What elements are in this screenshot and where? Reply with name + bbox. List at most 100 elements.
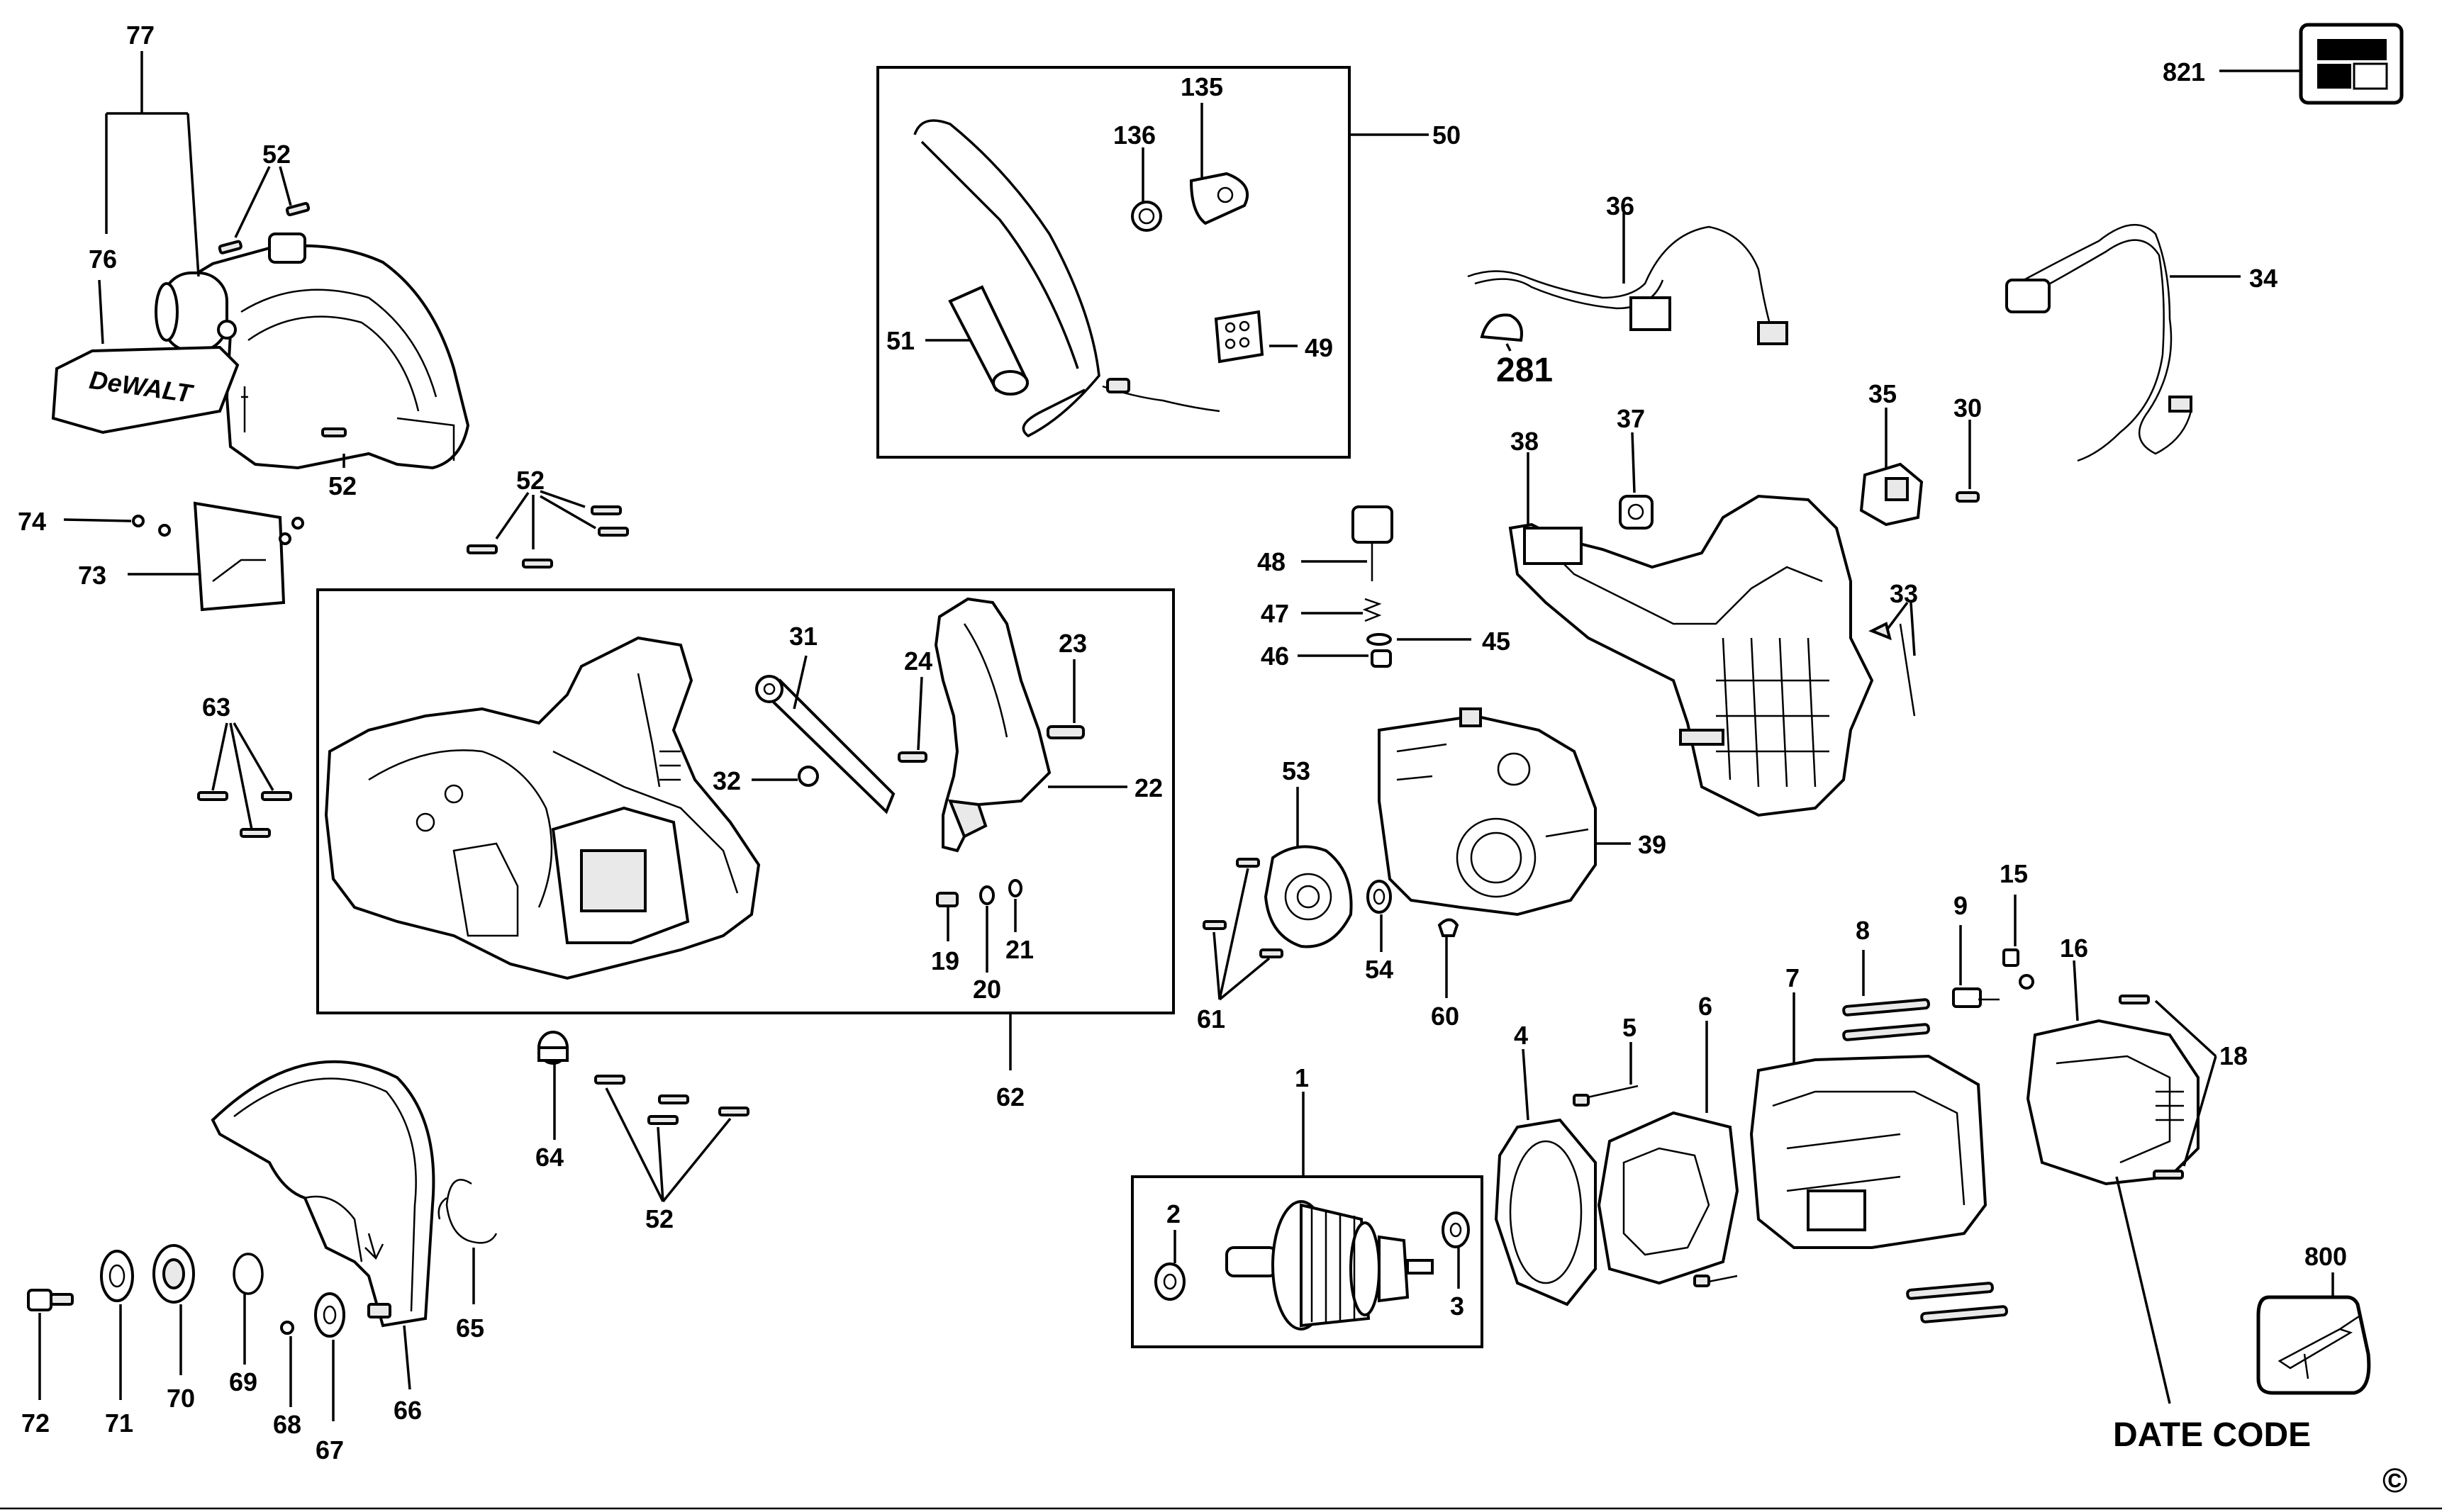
brush-9: [1952, 987, 2000, 1008]
washer-21: [1008, 879, 1022, 897]
label-69: 69: [229, 1367, 257, 1396]
screws-61: [1203, 858, 1283, 1001]
screws-18: [2119, 995, 2217, 1180]
label-19: 19: [931, 946, 959, 975]
handle-grip-51: [948, 285, 1029, 396]
pin-24: [898, 751, 927, 763]
label-5: 5: [1622, 1013, 1637, 1042]
label-3: 3: [1450, 1292, 1464, 1321]
clip-15: [2002, 948, 2034, 990]
washer-68: [280, 1321, 294, 1335]
label-72: 72: [21, 1409, 50, 1438]
label-37: 37: [1617, 404, 1645, 433]
bushing-64: [537, 1031, 569, 1065]
screw-19: [936, 892, 959, 907]
label-32: 32: [713, 766, 741, 795]
screw-30: [1956, 491, 1980, 503]
label-50: 50: [1432, 121, 1461, 150]
date-code-label: DATE CODE: [2113, 1416, 2311, 1454]
bearing-54: [1366, 880, 1392, 914]
label-800: 800: [2304, 1242, 2347, 1271]
label-821: 821: [2163, 57, 2205, 86]
main-housing-assembly: [324, 636, 761, 980]
label-1: 1: [1295, 1063, 1309, 1092]
link-arm-31: [755, 675, 896, 814]
label-48: 48: [1257, 547, 1286, 576]
bushing-67: [314, 1292, 345, 1338]
label-38: 38: [1510, 427, 1539, 456]
spring-47: [1362, 598, 1382, 622]
washer-20: [979, 885, 995, 905]
flange-71: [100, 1250, 134, 1302]
label-16: 16: [2060, 934, 2088, 963]
label-65: 65: [456, 1314, 484, 1343]
rear-cover-16: [2026, 1019, 2200, 1186]
label-73: 73: [78, 561, 106, 590]
washer-32: [798, 766, 819, 787]
label-62: 62: [996, 1082, 1025, 1111]
label-15: 15: [2000, 859, 2028, 888]
label-45: 45: [1482, 627, 1510, 656]
label-52: 52: [262, 140, 291, 169]
label-52: 52: [645, 1204, 674, 1233]
plug-60: [1437, 918, 1459, 937]
label-66: 66: [394, 1396, 422, 1425]
label-281: 281: [1496, 352, 1553, 389]
label-18: 18: [2219, 1041, 2248, 1070]
cord-clamp-135: [1189, 172, 1249, 225]
label-136: 136: [1113, 121, 1156, 150]
aux-handle-22: [934, 597, 1052, 853]
label-49: 49: [1305, 333, 1333, 362]
screw-52-group-mid: [467, 490, 629, 569]
label-70: 70: [167, 1384, 195, 1413]
label-74: 74: [18, 507, 46, 536]
grommet-37: [1619, 495, 1654, 530]
label-67: 67: [316, 1435, 344, 1465]
screws-52-lower: [594, 1075, 749, 1203]
label-34: 34: [2249, 264, 2277, 293]
washer-45: [1366, 633, 1392, 646]
flange-70: [152, 1244, 195, 1304]
cord-kit-box: [876, 66, 1351, 459]
screw-5: [1573, 1085, 1639, 1107]
label-2: 2: [1166, 1199, 1181, 1228]
label-53: 53: [1282, 756, 1310, 785]
terminal-block-49: [1214, 310, 1264, 364]
label-35: 35: [1868, 379, 1897, 408]
screws-8: [1842, 998, 2008, 1323]
switch-35: [1859, 462, 1924, 527]
label-21: 21: [1005, 935, 1034, 964]
brush-holder-6: [1597, 1111, 1739, 1287]
label-61: 61: [1197, 1004, 1225, 1034]
bearing-3: [1442, 1211, 1470, 1248]
label-6: 6: [1698, 992, 1712, 1021]
bearing-2: [1154, 1262, 1186, 1301]
label-64: 64: [535, 1143, 564, 1172]
bracket-73: [132, 501, 304, 612]
screw-52-group-top: [218, 166, 347, 468]
nut-46: [1371, 649, 1392, 668]
screw-63-group: [197, 722, 292, 838]
label-71: 71: [105, 1409, 133, 1438]
handle-housing-38: [1508, 494, 1874, 817]
dewalt-logo-plate: DeWALT: [51, 345, 240, 435]
label-30: 30: [1953, 393, 1982, 422]
tool-800: [2256, 1295, 2371, 1395]
label-135: 135: [1181, 72, 1223, 101]
stud-23: [1047, 725, 1085, 739]
label-46: 46: [1261, 642, 1289, 671]
label-77: 77: [126, 21, 155, 50]
label-51: 51: [886, 326, 915, 355]
label-part-821: [2299, 23, 2404, 105]
label-52: 52: [328, 471, 357, 500]
lower-guard-66: [211, 1060, 435, 1328]
label-24: 24: [904, 646, 932, 676]
baffle-4: [1494, 1118, 1597, 1306]
retaining-ring-69: [233, 1253, 264, 1295]
label-7: 7: [1785, 963, 1800, 992]
field-7: [1749, 1054, 1987, 1249]
label-20: 20: [973, 975, 1001, 1004]
spring-65: [437, 1179, 498, 1244]
label-54: 54: [1365, 955, 1393, 984]
